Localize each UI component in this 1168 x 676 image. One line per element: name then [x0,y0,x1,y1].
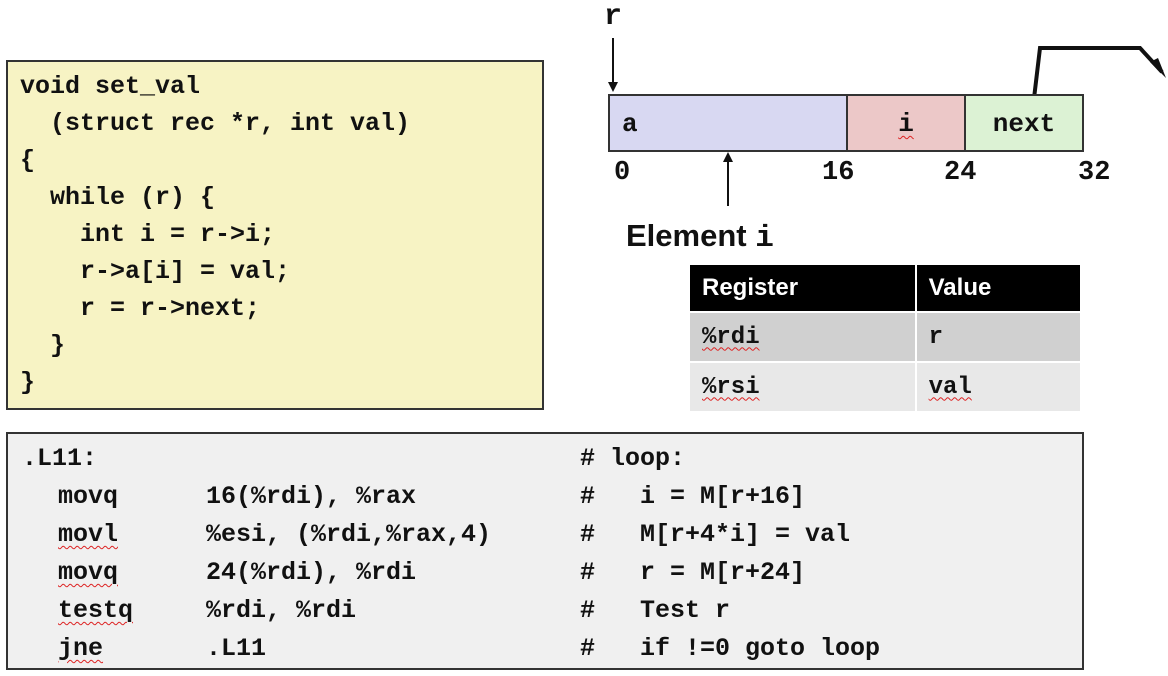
offset-label: 32 [1078,158,1111,188]
code-line: int i = r->i; [20,220,276,249]
asm-opcode: testq [58,596,134,625]
column-header: Register [690,265,917,312]
register-name: %rsi [702,373,760,401]
code-line: } [20,368,36,397]
code-line: (struct rec *r, int val) [20,109,411,138]
assembly-panel: .L11: # loop: movq 16(%rdi), %rax # i = … [6,432,1084,670]
asm-comment: # i = M[r+16] [580,482,806,511]
register-cell: %rsi [690,361,917,411]
value-cell: val [915,361,1083,411]
field-next: next [964,94,1084,152]
field-label: next [992,109,1056,139]
field-i: i [846,94,966,152]
asm-comment: # Test r [580,596,731,625]
value-text: val [928,373,972,401]
code-line: { [20,146,36,175]
asm-comment: # M[r+4*i] = val [580,520,851,549]
c-code-panel: void set_val (struct rec *r, int val) { … [6,60,544,410]
column-header: Value [915,265,1083,312]
asm-operands: 24(%rdi), %rdi [206,558,417,587]
offset-label: 24 [944,158,977,188]
value-cell: r [915,311,1083,362]
asm-opcode: jne [58,634,104,663]
register-cell: %rdi [690,311,917,362]
asm-operands: 16(%rdi), %rax [206,482,417,511]
table-row: %rsi val [690,361,1083,411]
register-name: %rdi [702,323,760,351]
asm-comment: # if !=0 goto loop [580,634,881,663]
asm-operands: .L11 [206,634,267,663]
register-table: Register Value %rdi r %rsi val [690,265,1083,411]
element-label-text: Element [626,218,756,253]
asm-operands: %esi, (%rdi,%rax,4) [206,520,492,549]
field-a: a [608,94,848,152]
code-line: void set_val [20,72,201,101]
asm-comment: # loop: [580,444,686,473]
field-label: i [898,109,914,139]
asm-opcode: movq [58,558,119,587]
asm-comment: # r = M[r+24] [580,558,806,587]
asm-opcode: movl [58,520,119,549]
element-label-var: i [755,221,774,256]
asm-operands: %rdi, %rdi [206,596,357,625]
pointer-label: r [604,0,623,34]
offset-label: 16 [822,158,855,188]
asm-opcode: movq [58,482,119,511]
element-label: Element i [626,218,774,256]
struct-memory-layout: a i next [608,94,1084,154]
table-header-row: Register Value [690,265,1083,312]
code-line: } [20,331,66,360]
asm-label: .L11: [22,444,98,473]
code-line: r->a[i] = val; [20,257,291,286]
field-label: a [622,109,638,139]
offset-label: 0 [614,158,631,188]
code-line: while (r) { [20,183,216,212]
table-row: %rdi r [690,311,1083,362]
code-line: r = r->next; [20,294,261,323]
